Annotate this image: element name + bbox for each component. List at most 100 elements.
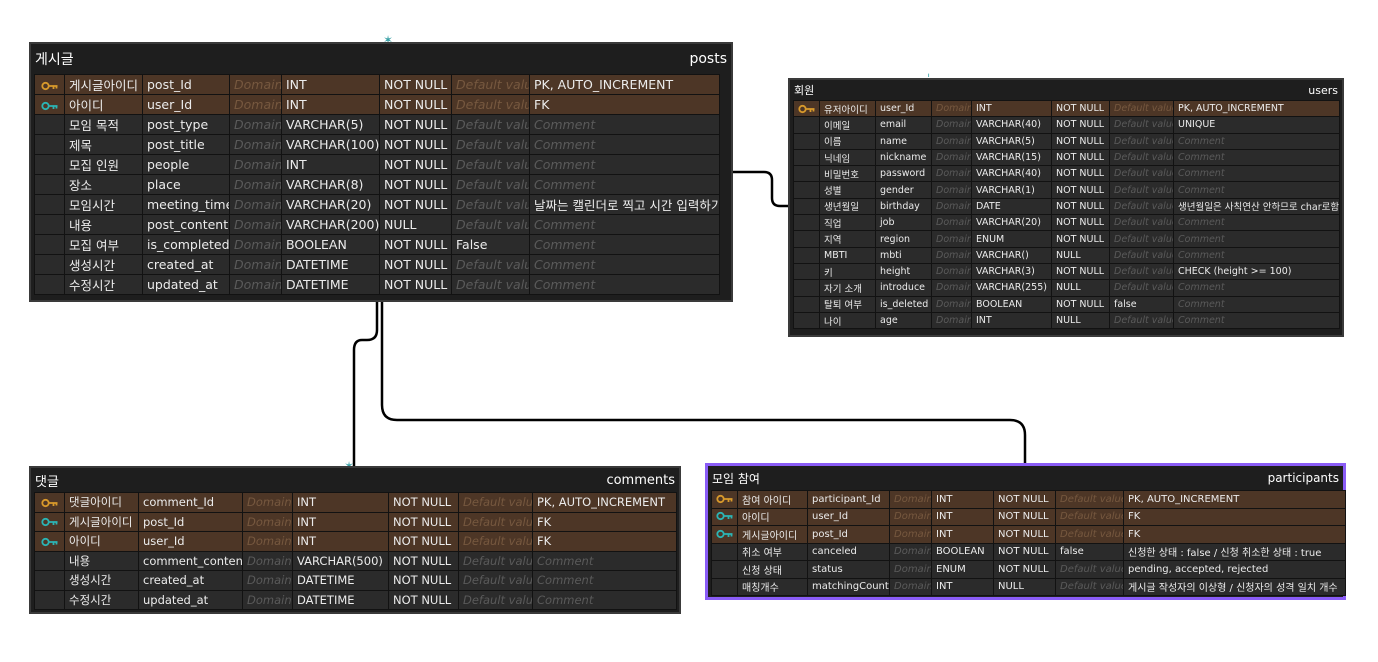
column-default-value[interactable]: Default value <box>451 194 530 215</box>
column-data-type[interactable]: VARCHAR() <box>971 246 1052 264</box>
column-logical-name[interactable]: 수정시간 <box>64 589 139 610</box>
column-default-value[interactable]: Default value <box>1055 490 1124 509</box>
column-logical-name[interactable]: 게시글아이디 <box>64 74 143 95</box>
column-logical-name[interactable]: 제목 <box>64 134 143 155</box>
column-nullability[interactable]: NOT NULL <box>1051 262 1110 281</box>
domain-cell[interactable]: Domain <box>229 234 282 255</box>
column-default-value[interactable]: Default value <box>1109 214 1174 232</box>
column-data-type[interactable]: VARCHAR(5) <box>281 114 380 135</box>
column-physical-name[interactable]: height <box>875 262 932 281</box>
column-data-type[interactable]: BOOLEAN <box>931 542 994 561</box>
relation-line-posts-participants[interactable] <box>380 300 1027 463</box>
domain-cell[interactable]: Domain <box>242 589 293 610</box>
column-default-value[interactable]: Default value <box>458 531 533 552</box>
column-default-value[interactable]: Default value <box>458 511 533 532</box>
column-physical-name[interactable]: user_Id <box>142 94 230 115</box>
domain-cell[interactable]: Domain <box>931 262 972 281</box>
domain-cell[interactable]: Domain <box>931 295 972 313</box>
column-default-value[interactable]: Default value <box>451 134 530 155</box>
column-physical-name[interactable]: place <box>142 174 230 195</box>
column-nullability[interactable]: NULL <box>379 214 452 235</box>
column-logical-name[interactable]: 지역 <box>819 230 876 248</box>
column-nullability[interactable]: NOT NULL <box>1051 230 1110 248</box>
column-nullability[interactable]: NULL <box>1051 311 1110 330</box>
column-comment[interactable]: Comment <box>1173 246 1340 264</box>
column-default-value[interactable]: Default value <box>458 550 533 571</box>
column-nullability[interactable]: NOT NULL <box>379 254 452 275</box>
column-default-value[interactable]: Default value <box>1055 525 1124 544</box>
column-logical-name[interactable]: 유저아이디 <box>819 99 876 118</box>
column-default-value[interactable]: Default value <box>1109 279 1174 297</box>
column-logical-name[interactable]: 아이디 <box>64 531 139 552</box>
column-physical-name[interactable]: name <box>875 132 932 150</box>
column-nullability[interactable]: NOT NULL <box>379 114 452 135</box>
column-default-value[interactable]: Default value <box>1109 181 1174 199</box>
column-default-value[interactable]: Default value <box>458 492 533 513</box>
column-default-value[interactable]: Default value <box>1109 246 1174 264</box>
column-physical-name[interactable]: people <box>142 154 230 175</box>
column-comment[interactable]: Comment <box>1173 295 1340 313</box>
column-comment[interactable]: UNIQUE <box>1173 116 1340 134</box>
column-logical-name[interactable]: 장소 <box>64 174 143 195</box>
column-data-type[interactable]: INT <box>971 99 1052 118</box>
column-physical-name[interactable]: post_Id <box>142 74 230 95</box>
column-data-type[interactable]: ENUM <box>971 230 1052 248</box>
column-logical-name[interactable]: 모집 여부 <box>64 234 143 255</box>
domain-cell[interactable]: Domain <box>889 542 932 561</box>
column-nullability[interactable]: NOT NULL <box>379 134 452 155</box>
column-default-value[interactable]: Default value <box>1055 507 1124 526</box>
domain-cell[interactable]: Domain <box>229 94 282 115</box>
column-data-type[interactable]: BOOLEAN <box>971 295 1052 313</box>
column-nullability[interactable]: NOT NULL <box>1051 197 1110 216</box>
column-logical-name[interactable]: 게시글아이디 <box>64 511 139 532</box>
column-nullability[interactable]: NOT NULL <box>388 531 459 552</box>
column-data-type[interactable]: INT <box>971 311 1052 330</box>
column-default-value[interactable]: Default value <box>451 94 530 115</box>
column-physical-name[interactable]: post_title <box>142 134 230 155</box>
column-default-value[interactable]: false <box>1109 295 1174 313</box>
column-default-value[interactable]: Default value <box>458 589 533 610</box>
column-physical-name[interactable]: comment_Id <box>138 492 243 513</box>
column-physical-name[interactable]: created_at <box>142 254 230 275</box>
column-default-value[interactable]: Default value <box>1109 311 1174 330</box>
column-comment[interactable]: PK, AUTO_INCREMENT <box>1123 490 1346 509</box>
domain-cell[interactable]: Domain <box>889 490 932 509</box>
column-data-type[interactable]: VARCHAR(15) <box>971 148 1052 167</box>
column-data-type[interactable]: VARCHAR(8) <box>281 174 380 195</box>
column-comment[interactable]: FK <box>1123 507 1346 526</box>
domain-cell[interactable]: Domain <box>229 194 282 215</box>
column-comment[interactable]: 게시글 작성자의 이상형 / 신청자의 성격 일치 개수 <box>1123 577 1346 596</box>
relation-line-posts-users[interactable] <box>731 170 792 208</box>
column-nullability[interactable]: NOT NULL <box>1051 99 1110 118</box>
column-physical-name[interactable]: birthday <box>875 197 932 216</box>
domain-cell[interactable]: Domain <box>229 274 282 295</box>
column-data-type[interactable]: DATETIME <box>292 570 389 591</box>
column-nullability[interactable]: NOT NULL <box>1051 295 1110 313</box>
column-comment[interactable]: FK <box>532 531 677 552</box>
column-comment[interactable]: CHECK (height >= 100) <box>1173 262 1340 281</box>
domain-cell[interactable]: Domain <box>242 550 293 571</box>
column-nullability[interactable]: NOT NULL <box>1051 132 1110 150</box>
column-nullability[interactable]: NOT NULL <box>993 507 1056 526</box>
column-physical-name[interactable]: is_deleted <box>875 295 932 313</box>
column-logical-name[interactable]: MBTI <box>819 246 876 264</box>
column-default-value[interactable]: Default value <box>1109 165 1174 183</box>
column-logical-name[interactable]: 아이디 <box>737 507 808 526</box>
